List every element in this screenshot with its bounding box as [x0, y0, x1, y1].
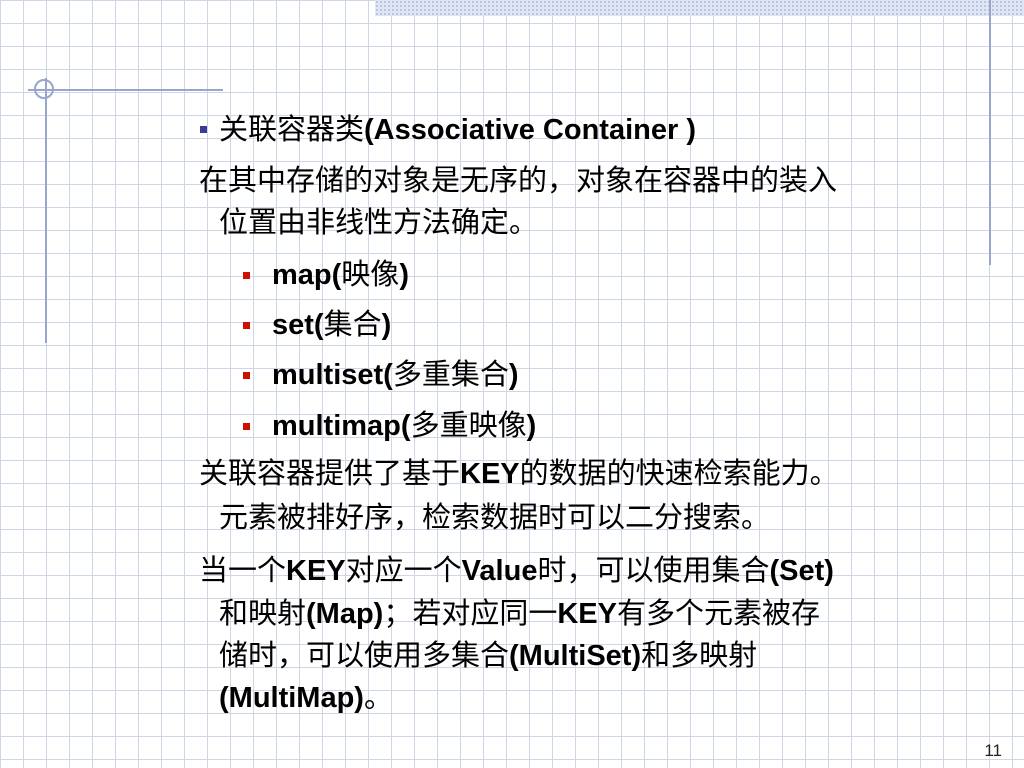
para3-text: 。: [363, 680, 393, 714]
item-close: ): [508, 359, 519, 391]
top-decor-band: [375, 0, 1024, 16]
para2-line1: 关联容器提供了基于KEY的数据的快速检索能力。: [199, 456, 839, 491]
item-en: map(: [272, 259, 342, 291]
para1-line2: 位置由非线性方法确定。: [219, 205, 539, 239]
decor-circle-icon: [34, 79, 54, 99]
square-bullet-icon: [243, 372, 250, 379]
list-item: multimap(多重映像): [272, 408, 536, 443]
para2-text: 的数据的快速检索能力。: [519, 456, 839, 490]
para3-map: (Map): [306, 598, 384, 630]
list-item: map(映像): [272, 257, 409, 292]
para3-multiset: (MultiSet): [509, 640, 642, 672]
para3-line4: (MultiMap)。: [219, 680, 393, 715]
para3-line3: 储时，可以使用多集合(MultiSet)和多映射: [219, 638, 757, 673]
para3-key: KEY: [557, 598, 617, 630]
para3-text: ；若对应同一: [383, 596, 558, 630]
para3-value: Value: [461, 555, 538, 587]
item-close: ): [399, 259, 409, 291]
para1-line1: 在其中存储的对象是无序的，对象在容器中的装入: [199, 163, 838, 197]
para3-line1: 当一个KEY对应一个Value时，可以使用集合(Set): [199, 553, 834, 588]
square-bullet-icon: [243, 423, 250, 430]
para3-text: 和映射: [219, 596, 307, 630]
decor-vertical-line-left: [45, 78, 47, 343]
para3-text: 有多个元素被存: [617, 596, 821, 630]
item-zh: 多重映像: [410, 408, 527, 442]
item-zh: 映像: [341, 257, 400, 291]
para3-multimap: (MultiMap): [219, 682, 364, 714]
heading-en: (Associative Container ): [364, 114, 696, 146]
item-zh: 多重集合: [392, 357, 509, 391]
para3-text: 对应一个: [345, 553, 462, 587]
list-item: multiset(多重集合): [272, 357, 519, 392]
item-en: multimap(: [272, 410, 411, 442]
page-number: 11: [984, 741, 1002, 760]
list-item: set(集合): [272, 307, 391, 342]
para3-text: 当一个: [199, 553, 287, 587]
square-bullet-icon: [243, 272, 250, 279]
decor-vertical-line-right: [989, 0, 991, 265]
para3-text: 和多映射: [641, 638, 758, 672]
para2-line2: 元素被排好序，检索数据时可以二分搜索。: [219, 500, 771, 534]
item-zh: 集合: [323, 307, 382, 341]
para3-line2: 和映射(Map)；若对应同一KEY有多个元素被存: [219, 596, 820, 631]
item-close: ): [526, 410, 537, 442]
item-close: ): [381, 309, 392, 341]
para3-text: 时，可以使用集合: [537, 553, 770, 587]
item-en: set(: [272, 309, 324, 341]
para3-key: KEY: [286, 555, 346, 587]
para3-set: (Set): [769, 555, 834, 587]
para3-text: 储时，可以使用多集合: [219, 638, 510, 672]
para2-text: 关联容器提供了基于: [199, 456, 461, 490]
decor-horizontal-line: [28, 89, 223, 91]
square-bullet-icon: [200, 126, 207, 133]
square-bullet-icon: [243, 322, 250, 329]
slide-heading: 关联容器类(Associative Container ): [219, 112, 696, 147]
para2-key: KEY: [460, 458, 520, 490]
heading-zh: 关联容器类: [219, 112, 365, 146]
item-en: multiset(: [272, 359, 393, 391]
